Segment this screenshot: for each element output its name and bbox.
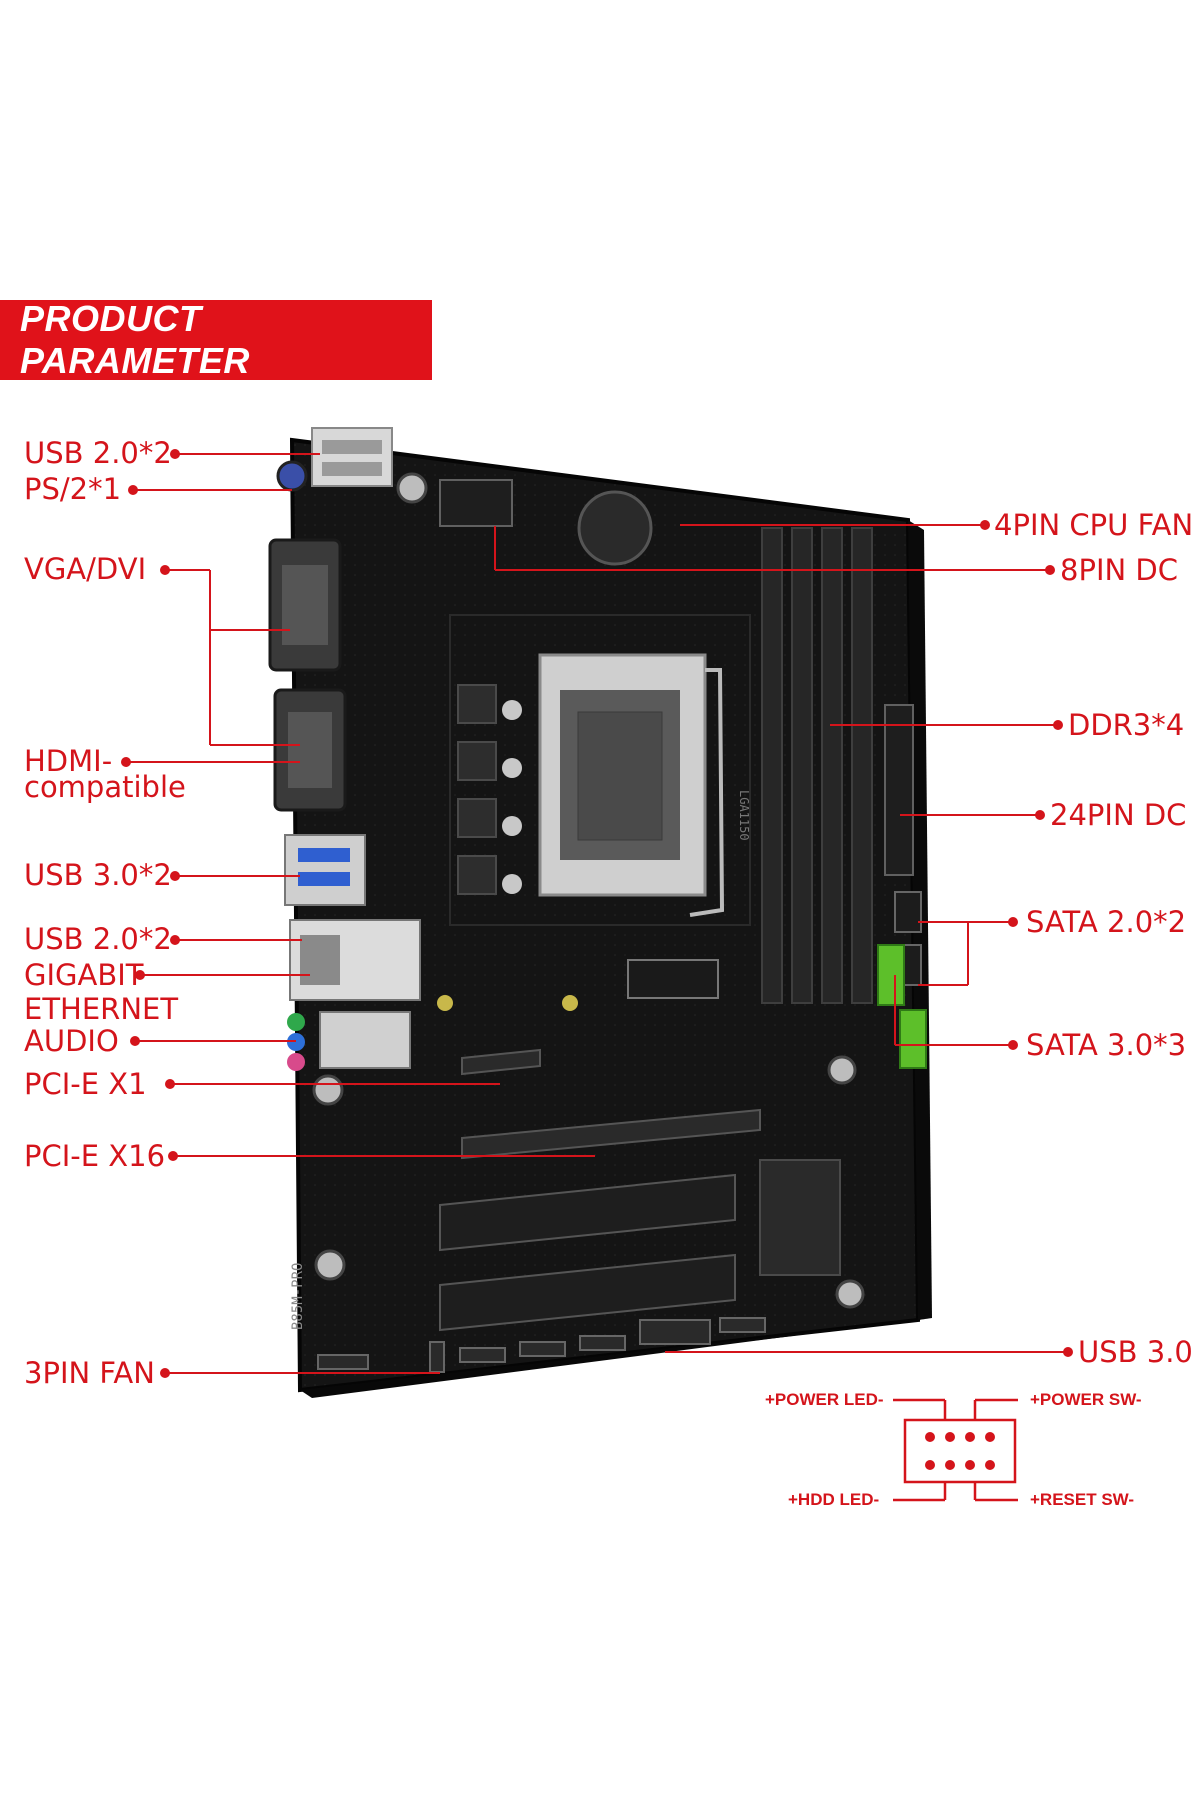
board-model: B85M-PRO: [290, 1263, 306, 1330]
cmos-battery: [577, 490, 653, 566]
label-24pin-dc: 24PIN DC: [1050, 798, 1187, 832]
audio-jacks: [319, 1011, 411, 1069]
ps2-port: [276, 460, 308, 492]
label-4pin-cpu-fan: 4PIN CPU FAN: [994, 508, 1194, 542]
label-usb20-top: USB 2.0*2: [24, 436, 172, 470]
sata-ports: [877, 891, 927, 1069]
label-power-sw: +POWER SW-: [1030, 1390, 1142, 1409]
label-pcie-x1: PCI-E X1: [24, 1067, 147, 1101]
usb30-ports: [284, 834, 366, 906]
label-pcie-x16: PCI-E X16: [24, 1139, 166, 1173]
bottom-headers: [317, 1317, 766, 1373]
label-gigabit-line1: GIGABIT: [24, 958, 144, 992]
label-usb30-header: USB 3.0: [1078, 1335, 1193, 1369]
label-8pin-dc: 8PIN DC: [1060, 553, 1178, 587]
label-hdmi-line2: compatible: [24, 770, 186, 804]
label-hdmi-line1: HDMI-: [24, 744, 113, 778]
label-usb20-mid: USB 2.0*2: [24, 922, 172, 956]
label-ddr3: DDR3*4: [1068, 708, 1185, 742]
24pin-connector: [884, 704, 914, 876]
label-audio: AUDIO: [24, 1024, 119, 1058]
front-panel-pin-diagram: [893, 1398, 1018, 1502]
label-reset-sw: +RESET SW-: [1030, 1490, 1135, 1509]
label-gigabit-line2: ETHERNET: [24, 992, 179, 1026]
label-vga-dvi: VGA/DVI: [24, 552, 147, 586]
leader-lines: [121, 449, 1073, 1378]
standoff: [437, 995, 453, 1011]
socket-label: LGA1150: [737, 790, 751, 841]
label-sata2: SATA 2.0*2: [1026, 905, 1187, 939]
label-hdd-led: +HDD LED-: [788, 1490, 880, 1509]
pcie-slots: [439, 1048, 761, 1332]
label-power-led: +POWER LED-: [765, 1390, 884, 1409]
label-sata3: SATA 3.0*3: [1026, 1028, 1187, 1062]
standoff-2: [562, 995, 578, 1011]
product-parameter-banner: PRODUCT PARAMETER: [0, 298, 432, 381]
banner-title: PRODUCT PARAMETER: [20, 298, 250, 381]
ddr3-slots: [761, 527, 873, 1004]
vrm-chokes: [457, 684, 522, 895]
cpu-socket: LGA1150: [449, 614, 751, 926]
label-3pin-fan: 3PIN FAN: [24, 1356, 155, 1390]
label-ps2: PS/2*1: [24, 472, 122, 506]
8pin-connector: [439, 479, 513, 527]
m2-slot: [627, 959, 719, 999]
rear-io-ports: [268, 427, 421, 1071]
chipset-heatsink: [759, 1159, 841, 1276]
label-usb30: USB 3.0*2: [24, 858, 172, 892]
